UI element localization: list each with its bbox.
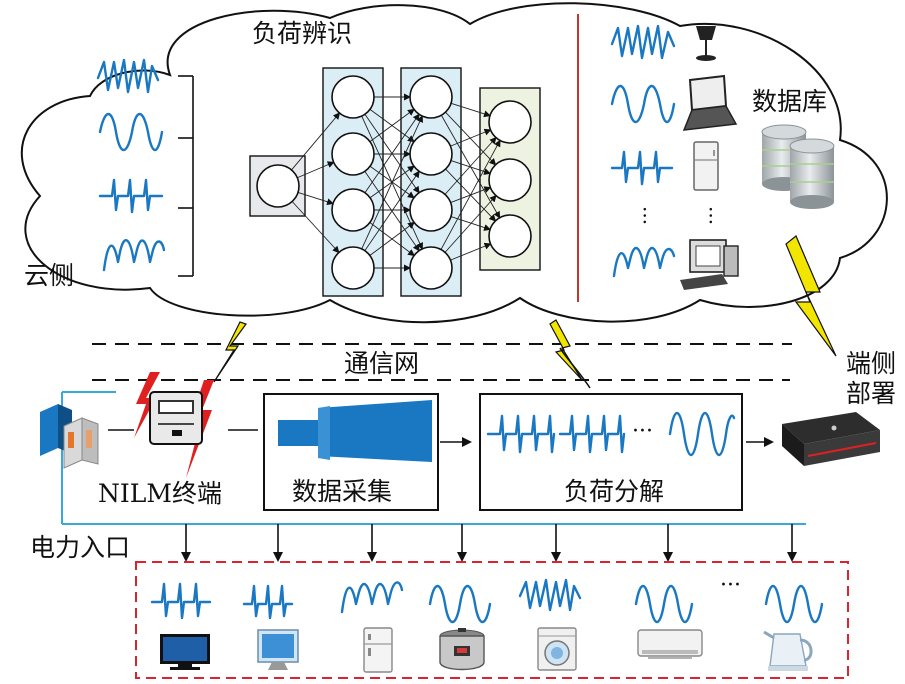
communication-network	[92, 343, 792, 381]
cloud-input-waveforms	[96, 58, 166, 272]
fridge-icon	[693, 141, 719, 191]
waveform	[242, 584, 294, 620]
nn-edge	[445, 111, 497, 166]
database-cylinder-icon	[761, 124, 835, 209]
drop-arrows	[181, 524, 797, 562]
waveform	[634, 584, 694, 624]
air-conditioner-icon	[637, 629, 703, 659]
monitor-icon	[257, 629, 299, 670]
nn-node	[409, 132, 453, 176]
cloud-side-label: 云侧	[24, 261, 74, 290]
waveform	[610, 84, 676, 124]
database-waveforms: ··· ···	[610, 24, 723, 278]
nn-edge	[444, 194, 497, 253]
nn-edge	[361, 115, 423, 250]
appliance-group-box	[135, 561, 849, 679]
waveform	[96, 58, 160, 94]
nn-edge	[450, 242, 492, 261]
edge-device-icon	[782, 412, 880, 466]
nn-edge	[297, 191, 334, 206]
nn-node	[409, 246, 453, 290]
nn-edge	[450, 128, 492, 147]
waveform	[428, 584, 492, 624]
nn-edge	[291, 201, 340, 254]
input-bracket	[178, 75, 194, 277]
edge-label-line1: 端侧	[846, 349, 896, 378]
waveform	[612, 247, 676, 278]
decomposition-label: 负荷分解	[564, 477, 664, 506]
waveform	[486, 414, 556, 454]
waveform	[340, 581, 404, 614]
database-devices	[680, 26, 835, 290]
nn-node	[488, 214, 532, 258]
waveform	[610, 150, 674, 186]
nn-edge	[297, 161, 335, 179]
lamp-icon	[696, 26, 716, 61]
lightning-bolt-icon	[549, 319, 583, 381]
waveform	[518, 578, 582, 612]
nn-edge	[440, 139, 501, 250]
nn-node	[331, 132, 375, 176]
waveform	[98, 178, 164, 214]
nn-node	[409, 75, 453, 119]
rice-cooker-icon	[439, 628, 485, 671]
fridge-icon	[363, 627, 393, 673]
nn-edge	[364, 170, 420, 251]
appliance-waveforms	[150, 578, 824, 624]
vertical-ellipsis: ···	[699, 206, 723, 225]
waveform	[668, 411, 736, 457]
nn-edge	[444, 136, 497, 195]
nn-node	[331, 246, 375, 290]
nn-edge	[450, 102, 491, 118]
nn-edge	[291, 112, 341, 171]
power-entry-label: 电力入口	[30, 533, 130, 562]
database-label: 数据库	[752, 87, 827, 116]
nn-edge	[369, 108, 415, 142]
nn-node	[331, 75, 375, 119]
network-label: 通信网	[344, 349, 419, 378]
nn-node	[488, 100, 532, 144]
nn-node	[488, 158, 532, 202]
meter-label: NILM终端	[98, 479, 222, 508]
appliance-icons	[160, 627, 813, 673]
desktop-computer-icon	[680, 239, 739, 290]
nn-node	[409, 188, 453, 232]
waveform	[102, 239, 166, 272]
lightning-bolt-icon	[785, 235, 837, 357]
neural-network	[249, 67, 541, 297]
lightning-bolt-icon	[213, 321, 247, 383]
nn-node	[256, 164, 300, 208]
waveform	[98, 112, 164, 152]
nilm-meter-icon	[134, 372, 214, 478]
data-acquisition-box	[263, 393, 439, 511]
waveform	[764, 584, 824, 624]
kettle-icon	[763, 630, 813, 671]
building-icon	[40, 404, 99, 469]
waveform	[150, 582, 212, 620]
decomposition-ellipsis: ···	[632, 419, 653, 444]
cloud-title: 负荷辨识	[252, 19, 352, 48]
edge-label-line2: 部署	[846, 379, 896, 408]
nn-node	[331, 188, 375, 232]
load-decomposition-box	[479, 393, 743, 511]
nn-edge	[364, 113, 420, 193]
tv-icon	[160, 634, 210, 670]
washing-machine-icon	[537, 627, 577, 671]
waveform	[610, 24, 676, 60]
waveform	[558, 414, 626, 454]
laptop-icon	[682, 74, 738, 131]
vertical-ellipsis: ···	[633, 206, 657, 225]
acquisition-label: 数据采集	[292, 477, 392, 506]
appliance-ellipsis: ···	[720, 573, 741, 598]
nn-edge	[369, 221, 415, 256]
